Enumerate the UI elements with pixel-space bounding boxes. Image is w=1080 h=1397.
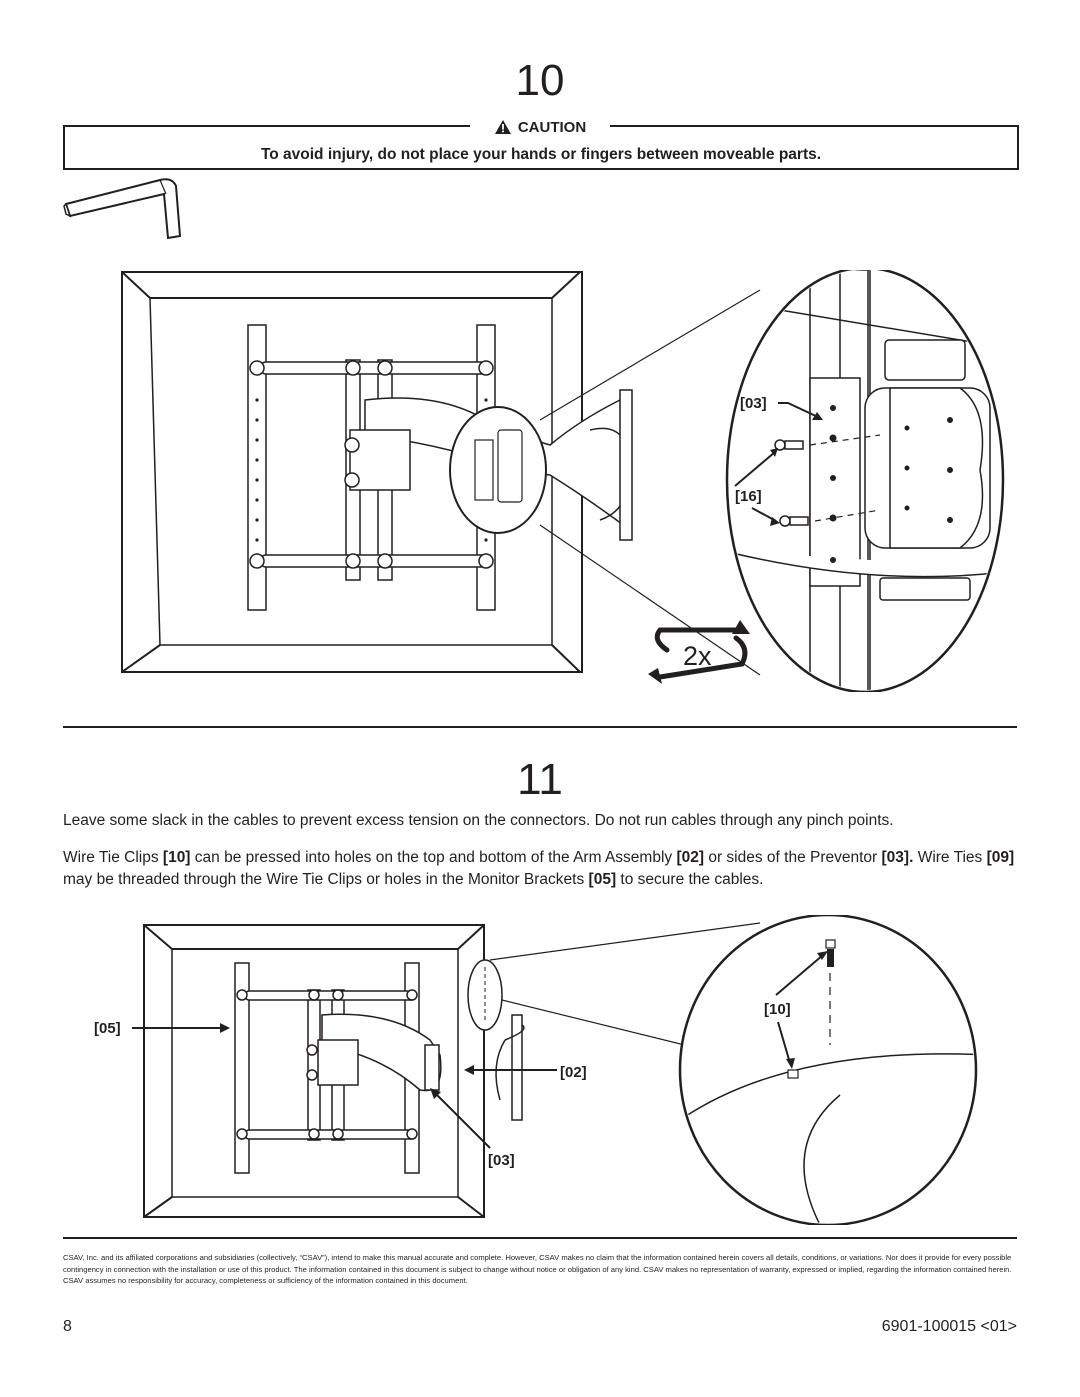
detail-oval: [678, 915, 978, 1225]
step-11-illustration: [05] [02] [03] [10]: [94, 915, 978, 1225]
allen-key-icon: [63, 178, 182, 240]
footer-divider: [63, 1237, 1017, 1239]
disclaimer-text: CSAV, Inc. and its affiliated corporatio…: [63, 1253, 1012, 1285]
caution-rule-right: [605, 125, 1017, 127]
label-part-10: [10]: [764, 1001, 791, 1018]
caution-text: To avoid injury, do not place your hands…: [260, 146, 822, 163]
step-10-illustration: [03] [16] 2x: [121, 270, 1005, 692]
label-part-05: [05]: [94, 1020, 121, 1037]
caution-box: [63, 125, 1019, 170]
repeat-2x-icon: 2x: [648, 620, 750, 684]
instruction-paragraph-2: Wire Tie Clips [10] can be pressed into …: [63, 849, 1015, 888]
page-number: 8: [63, 1318, 72, 1335]
section-divider: [63, 726, 1017, 728]
label-part-03: [03]: [488, 1152, 515, 1169]
label-part-02: [02]: [560, 1064, 587, 1081]
repeat-label: 2x: [683, 641, 712, 671]
step-10-number: 10: [515, 56, 565, 105]
label-part-03: [03]: [740, 395, 767, 412]
step-11-number: 11: [517, 755, 563, 804]
label-part-16: [16]: [735, 488, 762, 505]
caution-header: CAUTION: [470, 116, 610, 138]
document-code: 6901-100015 <01>: [881, 1318, 1017, 1335]
warning-icon: [494, 120, 511, 134]
caution-label: CAUTION: [517, 118, 587, 136]
caution-rule-left: [63, 125, 473, 127]
instruction-paragraph-1: Leave some slack in the cables to preven…: [63, 812, 894, 829]
